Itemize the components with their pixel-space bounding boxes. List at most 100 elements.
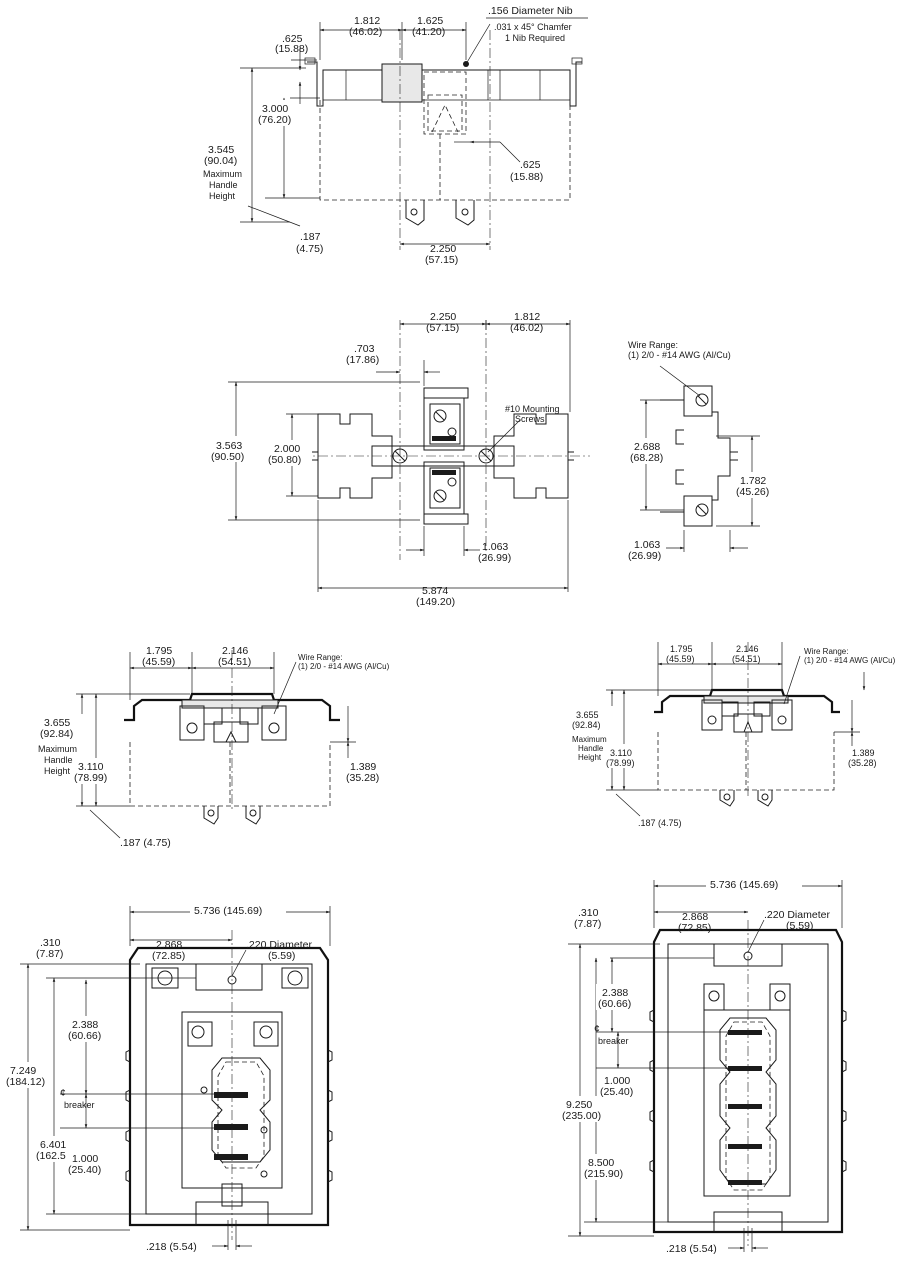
max-handle-1: Maximum <box>38 744 77 754</box>
dim-187: .187 (4.75) <box>638 818 682 828</box>
dim-1782-mm: (45.26) <box>736 486 769 498</box>
dim-7249: 7.249 <box>10 1065 36 1077</box>
dim-1812: 1.812 <box>354 15 380 27</box>
dim-2688: 2.688 <box>634 441 660 453</box>
dim-9250-mm: (235.00) <box>562 1110 601 1122</box>
dim-3000: 3.000 <box>262 103 288 115</box>
dim-3110-mm: (78.99) <box>606 758 635 768</box>
dim-220: .220 Diameter <box>246 939 312 951</box>
dim-1795: 1.795 <box>670 644 693 654</box>
dim-3110: 3.110 <box>610 748 632 758</box>
dim-1000-mm: (25.40) <box>68 1164 101 1176</box>
dim-220: .220 Diameter <box>764 909 830 921</box>
dim-5736: 5.736 (145.69) <box>710 879 778 891</box>
dim-3563: 3.563 <box>216 440 242 452</box>
dim-1000: 1.000 <box>72 1153 98 1165</box>
dim-2868-mm: (72.85) <box>678 922 711 934</box>
dim-1000-mm: (25.40) <box>600 1086 633 1098</box>
dim-1812-mm: (46.02) <box>510 322 543 334</box>
dim-3110-mm: (78.99) <box>74 772 107 784</box>
wire-range-1: Wire Range: <box>298 653 342 662</box>
dim-2388: 2.388 <box>602 987 628 999</box>
max-handle-2: Handle <box>44 755 73 765</box>
dim-3655: 3.655 <box>576 710 599 720</box>
dim-1625-mm: (41.20) <box>412 26 445 38</box>
max-handle-3: Height <box>578 753 602 762</box>
wire-range-1: Wire Range: <box>804 647 848 656</box>
dim-7249-mm: (184.12) <box>6 1076 45 1088</box>
dim-2250: 2.250 <box>430 243 456 255</box>
view-side-elevation: .625 (15.88) 1.812 (46.02) 1.625 (41.20)… <box>203 5 588 266</box>
dim-3545-mm: (90.04) <box>204 155 237 167</box>
max-handle-2: Handle <box>578 744 604 753</box>
dim-1063: 1.063 <box>482 541 508 553</box>
breaker-label: breaker <box>64 1100 95 1110</box>
wire-range-1: Wire Range: <box>628 340 678 350</box>
nib-required: 1 Nib Required <box>505 33 565 43</box>
wire-range-2: (1) 2/0 - #14 AWG (Al/Cu) <box>628 350 731 360</box>
dim-3655-mm: (92.84) <box>572 720 601 730</box>
dim-2388: 2.388 <box>72 1019 98 1031</box>
dim-2868-mm: (72.85) <box>152 950 185 962</box>
view-end: Wire Range: (1) 2/0 - #14 AWG (Al/Cu) 2.… <box>628 340 776 562</box>
dim-187: .187 <box>300 231 321 243</box>
dim-625b: .625 <box>520 159 541 171</box>
dim-5736: 5.736 (145.69) <box>194 905 262 917</box>
dim-2146: 2.146 <box>222 645 248 657</box>
dim-2868: 2.868 <box>682 911 708 923</box>
dim-1795-mm: (45.59) <box>142 656 175 668</box>
dim-2688-mm: (68.28) <box>630 452 663 464</box>
dim-187-mm: (4.75) <box>296 243 323 255</box>
dim-8500: 8.500 <box>588 1157 614 1169</box>
dim-1389-mm: (35.28) <box>346 772 379 784</box>
dim-187: .187 (4.75) <box>120 837 171 849</box>
max-handle-1: Maximum <box>572 735 607 744</box>
max-handle-2: Handle <box>209 180 238 190</box>
dim-1795: 1.795 <box>146 645 172 657</box>
dim-1812-mm: (46.02) <box>349 26 382 38</box>
dim-310-mm: (7.87) <box>574 918 601 930</box>
dim-8500-mm: (215.90) <box>584 1168 623 1180</box>
dim-1795-mm: (45.59) <box>666 654 695 664</box>
dim-2250: 2.250 <box>430 311 456 323</box>
dim-220-mm: (5.59) <box>786 920 813 932</box>
dim-218: .218 (5.54) <box>146 1241 197 1253</box>
max-handle-3: Height <box>44 766 71 776</box>
dim-2388-mm: (60.66) <box>598 998 631 1010</box>
view-front-short: 5.736 (145.69) .310 (7.87) 2.868 (72.85)… <box>6 902 333 1253</box>
dim-2250-mm: (57.15) <box>425 254 458 266</box>
dim-1625: 1.625 <box>417 15 443 27</box>
dim-1389-mm: (35.28) <box>848 758 877 768</box>
dim-1389: 1.389 <box>350 761 376 773</box>
view-top-plan: #10 Mounting Screws 2.250 (57.15) 1.812 … <box>210 311 590 608</box>
centerline-symbol: ¢ <box>594 1023 600 1035</box>
dim-2146: 2.146 <box>736 644 759 654</box>
dim-6401-mm: (162.59) <box>36 1150 75 1162</box>
dim-3655-mm: (92.84) <box>40 728 73 740</box>
dim-2000-mm: (50.80) <box>268 454 301 466</box>
mounting-screws-2: Screws <box>515 414 545 424</box>
dim-3110: 3.110 <box>78 761 104 773</box>
wire-range-2: (1) 2/0 - #14 AWG (Al/Cu) <box>804 656 896 665</box>
dim-310: .310 <box>40 937 61 949</box>
dim-2868: 2.868 <box>156 939 182 951</box>
dim-2250-mm: (57.15) <box>426 322 459 334</box>
dim-220-mm: (5.59) <box>268 950 295 962</box>
view-front-tall: 5.736 (145.69) .310 (7.87) 2.868 (72.85)… <box>562 876 847 1255</box>
dim-1389: 1.389 <box>852 748 875 758</box>
nib-title: .156 Diameter Nib <box>488 5 573 17</box>
dim-2146-mm: (54.51) <box>732 654 761 664</box>
dim-703-mm: (17.86) <box>346 354 379 366</box>
dim-9250: 9.250 <box>566 1099 592 1111</box>
nib-chamfer: .031 x 45° Chamfer <box>494 22 572 32</box>
dim-1063-mm: (26.99) <box>628 550 661 562</box>
dim-1063: 1.063 <box>634 539 660 551</box>
dim-703: .703 <box>354 343 375 355</box>
dim-1063-mm: (26.99) <box>478 552 511 564</box>
breaker-label: breaker <box>598 1036 629 1046</box>
view-side-left: 1.795 (45.59) 2.146 (54.51) Wire Range: … <box>38 645 390 849</box>
dim-1000: 1.000 <box>604 1075 630 1087</box>
dim-5874: 5.874 <box>422 585 448 597</box>
